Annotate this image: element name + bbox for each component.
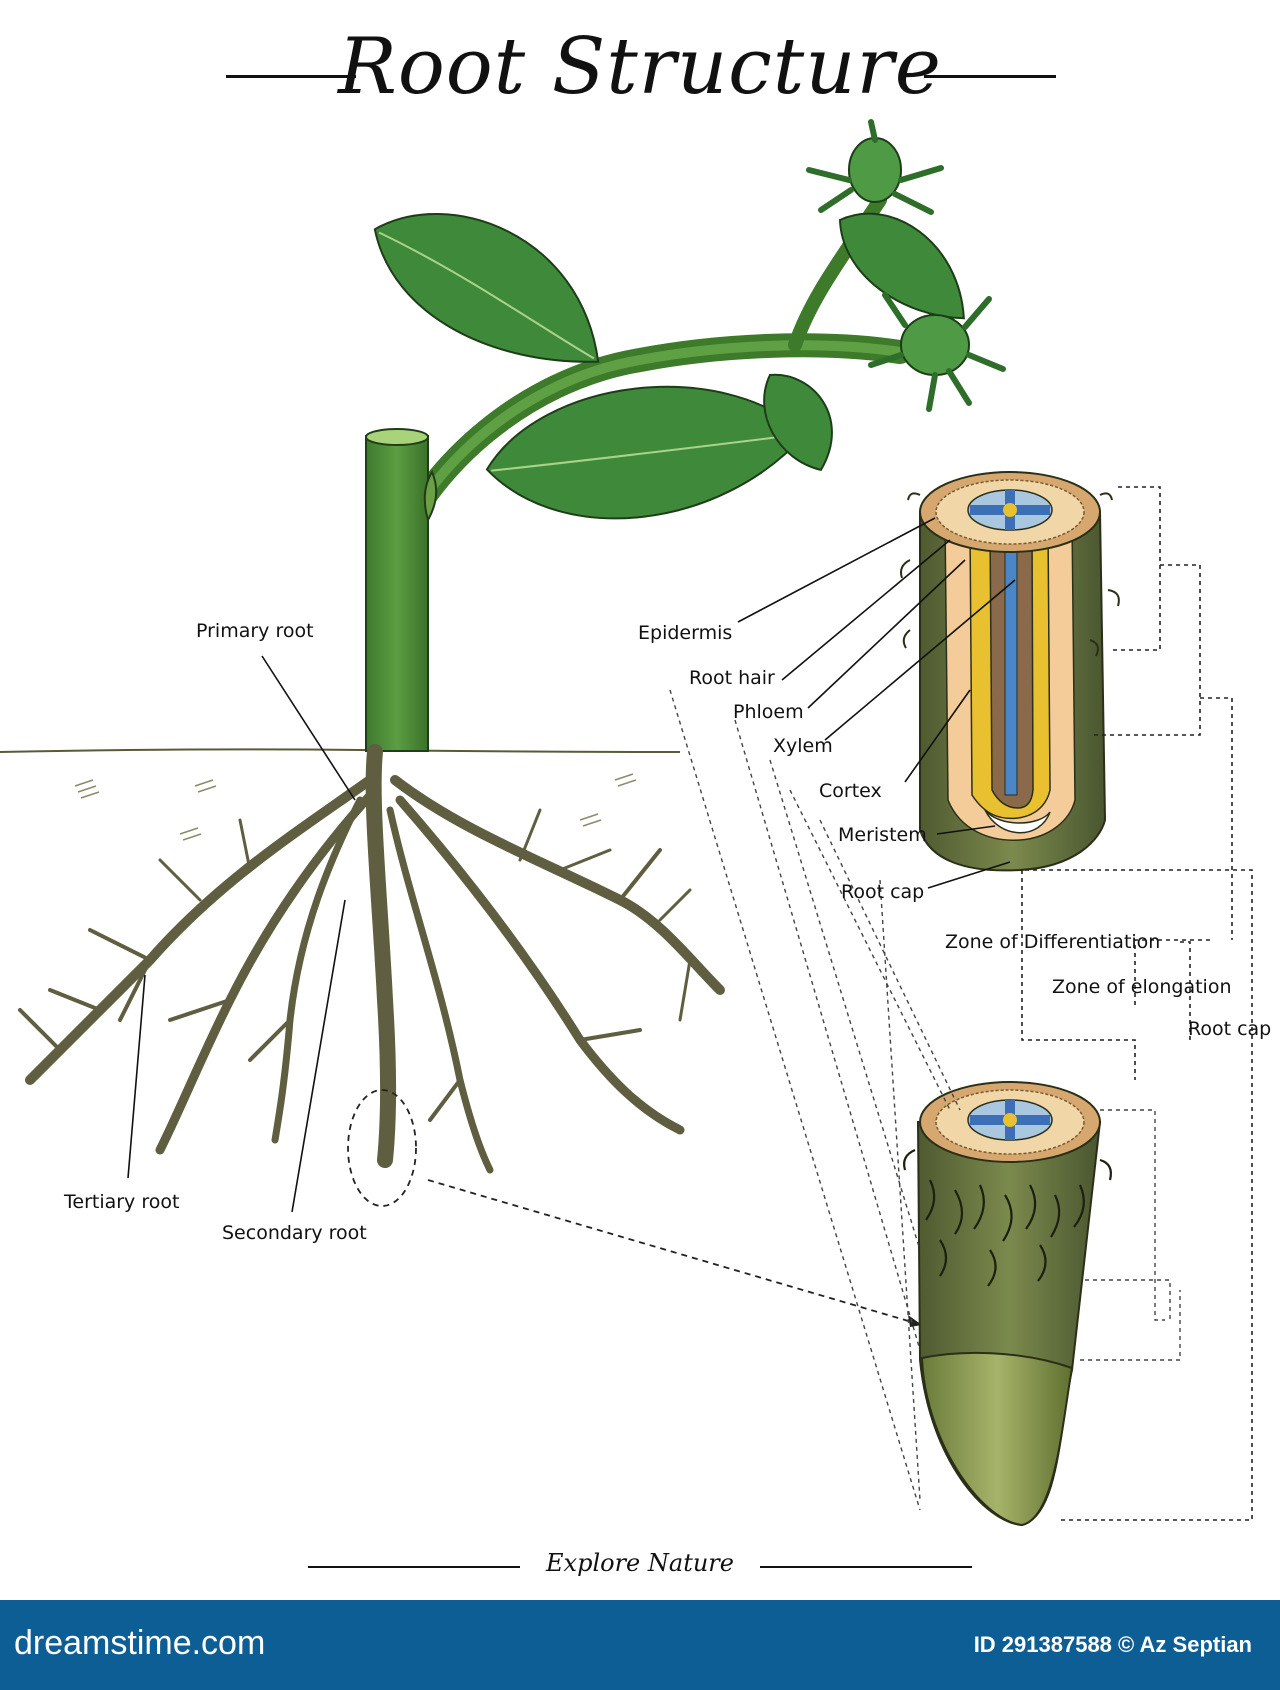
main-stem [365, 435, 429, 752]
label-primary-root: Primary root [196, 620, 314, 642]
label-zone-root-cap: Root cap [1188, 1018, 1272, 1040]
tip-label-lines [737, 517, 1016, 889]
label-root-cap: Root cap [841, 881, 925, 903]
root-tip-section [900, 471, 1120, 872]
leaf-small [763, 373, 833, 472]
page-title: Root Structure [338, 22, 942, 112]
banner-image-id: ID 291387588 © Az Septian [973, 1632, 1252, 1657]
label-cortex: Cortex [819, 780, 882, 802]
label-root-hair: Root hair [689, 667, 775, 689]
zone-brackets [1021, 486, 1253, 1521]
label-zone-elongation: Zone of elongation [1052, 976, 1232, 998]
soil-line [0, 748, 681, 753]
label-meristem: Meristem [838, 824, 927, 846]
stem-top [365, 428, 429, 446]
plant-label-lines [127, 655, 356, 1213]
label-zone-differentiation: Zone of Differentiation [945, 931, 1161, 953]
label-epidermis: Epidermis [638, 622, 733, 644]
soil-marks [74, 773, 637, 841]
bud-top [806, 119, 944, 215]
root-tip-external [903, 1081, 1112, 1527]
footer-rule-right [760, 1566, 972, 1568]
footer-caption: Explore Nature [546, 1549, 734, 1577]
leaf-top-left [373, 213, 600, 363]
label-tertiary-root: Tertiary root [64, 1191, 180, 1213]
illustration [0, 119, 1253, 1527]
root-system [18, 744, 725, 1174]
label-xylem: Xylem [773, 735, 833, 757]
root-tip-highlight [347, 1089, 417, 1207]
banner-logo: dreamstime.com [14, 1624, 266, 1662]
leaf-upper-right [838, 212, 965, 320]
zoom-connector [427, 1179, 923, 1326]
label-phloem: Phloem [733, 701, 804, 723]
bud-right [868, 292, 1006, 412]
zone-lines-lower [669, 689, 1181, 1511]
footer-rule-left [308, 1566, 520, 1568]
label-secondary-root: Secondary root [222, 1222, 367, 1244]
watermark-banner: dreamstime.com ID 291387588 © Az Septian [0, 1600, 1280, 1690]
title-rule-right [924, 75, 1056, 78]
title-rule-left [226, 75, 356, 78]
